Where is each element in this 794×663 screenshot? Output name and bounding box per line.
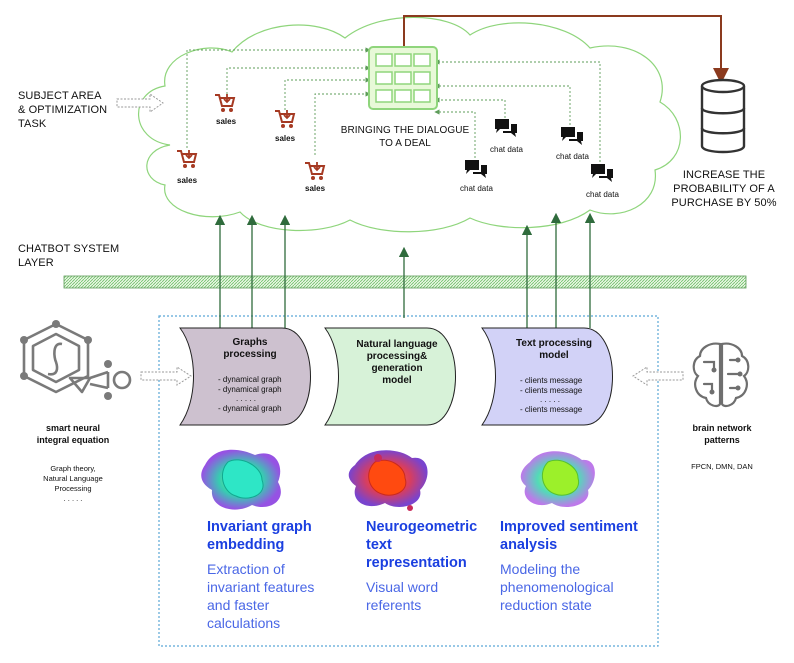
- chat-icon: [561, 127, 583, 145]
- module-shape-graphs: [179, 327, 311, 426]
- feature-blob-2: [348, 450, 428, 511]
- chatbot-layer-band: [63, 275, 747, 289]
- feature-title: Improved sentiment analysis: [500, 519, 638, 553]
- chat-data-label: chat data: [460, 184, 493, 193]
- module-nlp: Natural language processing& generation …: [342, 339, 452, 387]
- cart-icon: [275, 110, 296, 128]
- feature-title: Neurogeometric text representation: [366, 519, 478, 571]
- sales-label: sales: [177, 176, 198, 185]
- chatbot-layer-label: CHATBOT SYSTEM LAYER: [18, 243, 120, 269]
- feature-description: Extraction of invariant features and fas…: [207, 561, 315, 631]
- left-description: Graph theory, Natural Language Processin…: [43, 464, 103, 503]
- chat-icon: [591, 164, 613, 182]
- sales-label: sales: [216, 117, 237, 126]
- module-items: - dynamical graph - dynamical graph . . …: [218, 375, 282, 413]
- feature-description: Visual word referents: [366, 579, 439, 613]
- feature-sentiment: Improved sentiment analysis Modeling the…: [500, 518, 656, 614]
- subject-area-label: SUBJECT AREA & OPTIMIZATION TASK: [18, 90, 108, 130]
- left-title: smart neural integral equation: [36, 423, 110, 445]
- feature-title: Invariant graph embedding: [207, 519, 312, 553]
- cart-icon: [215, 94, 236, 112]
- feature-invariant-graph: Invariant graph embedding Extraction of …: [207, 518, 357, 632]
- increase-probability-label: INCREASE THE PROBABILITY OF A PURCHASE B…: [671, 169, 777, 209]
- chat-icon: [465, 160, 487, 178]
- chat-data-label: chat data: [556, 152, 589, 161]
- chat-icon: [495, 119, 517, 137]
- cart-icon: [305, 162, 326, 180]
- chat-data-label: chat data: [586, 190, 619, 199]
- sales-label: sales: [305, 184, 326, 193]
- server-grid-icon: [368, 46, 438, 110]
- sales-label: sales: [275, 134, 296, 143]
- module-shape-nlp: [324, 327, 456, 426]
- module-graphs: Graphs processing - dynamical graph - dy…: [196, 337, 304, 413]
- module-title: Natural language processing& generation …: [356, 339, 438, 386]
- cloud-outline: [138, 16, 681, 233]
- module-text: Text processing model - clients message …: [498, 338, 610, 414]
- chat-data-label: chat data: [490, 145, 523, 154]
- feature-blob-3: [520, 451, 595, 507]
- module-title: Text processing model: [516, 338, 592, 361]
- module-shape-text: [481, 327, 613, 426]
- neural-integral-icon: [20, 320, 132, 400]
- bringing-dialogue-label: BRINGING THE DIALOGUE TO A DEAL: [340, 125, 470, 149]
- modules-container: [158, 315, 659, 647]
- feature-neurogeometric: Neurogeometric text representation Visua…: [366, 518, 496, 614]
- module-title: Graphs processing: [223, 337, 277, 360]
- feature-description: Modeling the phenomenological reduction …: [500, 561, 614, 613]
- feature-blob-1: [201, 449, 281, 510]
- module-items: - clients message - clients message . . …: [520, 376, 583, 414]
- cart-icon: [177, 150, 198, 168]
- brain-icon: [692, 342, 750, 408]
- database-icon: [700, 78, 746, 154]
- right-title: brain network patterns: [692, 423, 752, 445]
- right-description: FPCN, DMN, DAN: [691, 462, 753, 471]
